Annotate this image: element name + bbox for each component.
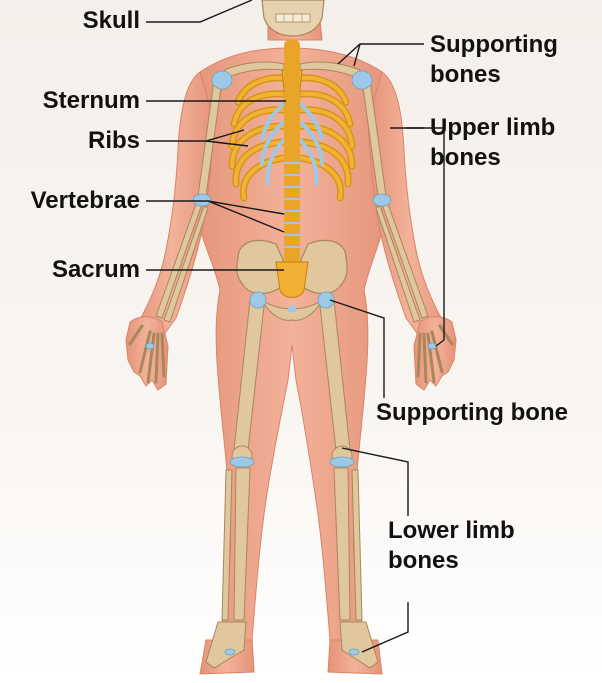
label-lower-limb-bones-line2: bones xyxy=(388,546,515,576)
label-skull: Skull xyxy=(40,6,140,36)
label-vertebrae: Vertebrae xyxy=(0,186,140,216)
label-lower-limb-bones: Lower limb bones xyxy=(388,516,515,576)
label-upper-limb-bones: Upper limb bones xyxy=(430,113,555,173)
vertebral-column xyxy=(284,40,300,270)
label-supporting-bones: Supporting bones xyxy=(430,30,558,90)
label-sacrum: Sacrum xyxy=(10,255,140,285)
label-supporting-bones-line2: bones xyxy=(430,60,558,90)
label-lower-limb-bones-line1: Lower limb xyxy=(388,516,515,546)
label-supporting-bones-line1: Supporting xyxy=(430,30,558,60)
label-ribs: Ribs xyxy=(40,126,140,156)
label-sternum: Sternum xyxy=(10,86,140,116)
label-supporting-bone: Supporting bone xyxy=(376,398,568,428)
sacrum xyxy=(276,262,308,298)
label-upper-limb-bones-line2: bones xyxy=(430,143,555,173)
label-upper-limb-bones-line1: Upper limb xyxy=(430,113,555,143)
